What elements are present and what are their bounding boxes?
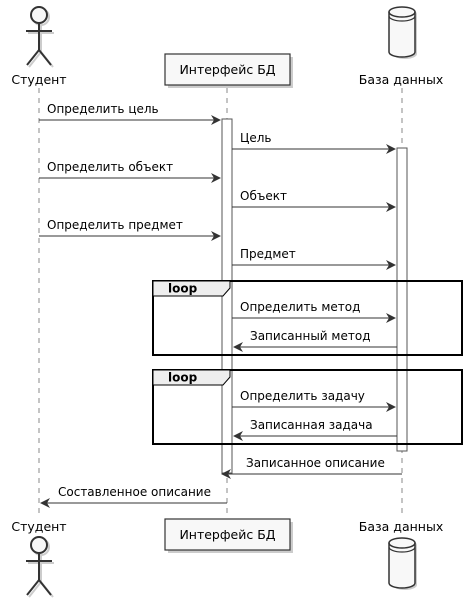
database-icon (388, 6, 417, 59)
message-define-task: Определить задачу (232, 389, 396, 412)
message-define-subject: Определить предмет (39, 218, 221, 241)
database-bottom-label: База данных (359, 519, 443, 534)
database-bottom: База данных (359, 519, 443, 590)
loop-frame-1-label: loop (168, 282, 198, 296)
message-recorded-description: Записанное описание (221, 456, 402, 479)
activation-database (396, 147, 408, 452)
loop-frame-2-label: loop (168, 371, 198, 385)
database-top-label: База данных (359, 72, 443, 87)
message-recorded-method: Записанный метод (233, 329, 397, 352)
participant-interface-top: Интерфейс БД (164, 53, 293, 88)
svg-text:Цель: Цель (240, 131, 271, 145)
participant-interface-bottom: Интерфейс БД (164, 518, 293, 553)
message-recorded-task: Записанная задача (233, 418, 397, 441)
svg-text:Записанная задача: Записанная задача (250, 418, 373, 432)
svg-text:Определить задачу: Определить задачу (240, 389, 365, 403)
participant-interface-bottom-label: Интерфейс БД (179, 527, 275, 542)
svg-text:Объект: Объект (240, 189, 287, 203)
svg-text:Определить метод: Определить метод (240, 300, 360, 314)
svg-text:Определить цель: Определить цель (47, 102, 159, 116)
database-top: База данных (359, 6, 443, 87)
svg-text:Предмет: Предмет (240, 247, 296, 261)
message-goal: Цель (232, 131, 396, 154)
loop-frame-2: loop (152, 369, 463, 445)
svg-text:Записанное описание: Записанное описание (246, 456, 385, 470)
loop-frame-1: loop (152, 280, 463, 356)
message-object: Объект (232, 189, 396, 212)
svg-text:Записанный метод: Записанный метод (250, 329, 371, 343)
participant-interface-top-label: Интерфейс БД (179, 62, 275, 77)
message-subject: Предмет (232, 247, 396, 270)
actor-student-bottom: Студент (11, 519, 67, 598)
svg-text:Составленное описание: Составленное описание (58, 485, 211, 499)
database-icon (388, 537, 417, 590)
actor-student-bottom-label: Студент (11, 519, 66, 534)
svg-text:Определить предмет: Определить предмет (47, 218, 183, 232)
message-define-object: Определить объект (39, 160, 221, 183)
message-define-method: Определить метод (232, 300, 396, 323)
message-composed-description: Составленное описание (40, 485, 227, 508)
svg-text:Определить объект: Определить объект (47, 160, 173, 174)
actor-student-top: Студент (11, 6, 67, 87)
actor-student-top-label: Студент (11, 72, 66, 87)
message-define-goal: Определить цель (39, 102, 221, 125)
